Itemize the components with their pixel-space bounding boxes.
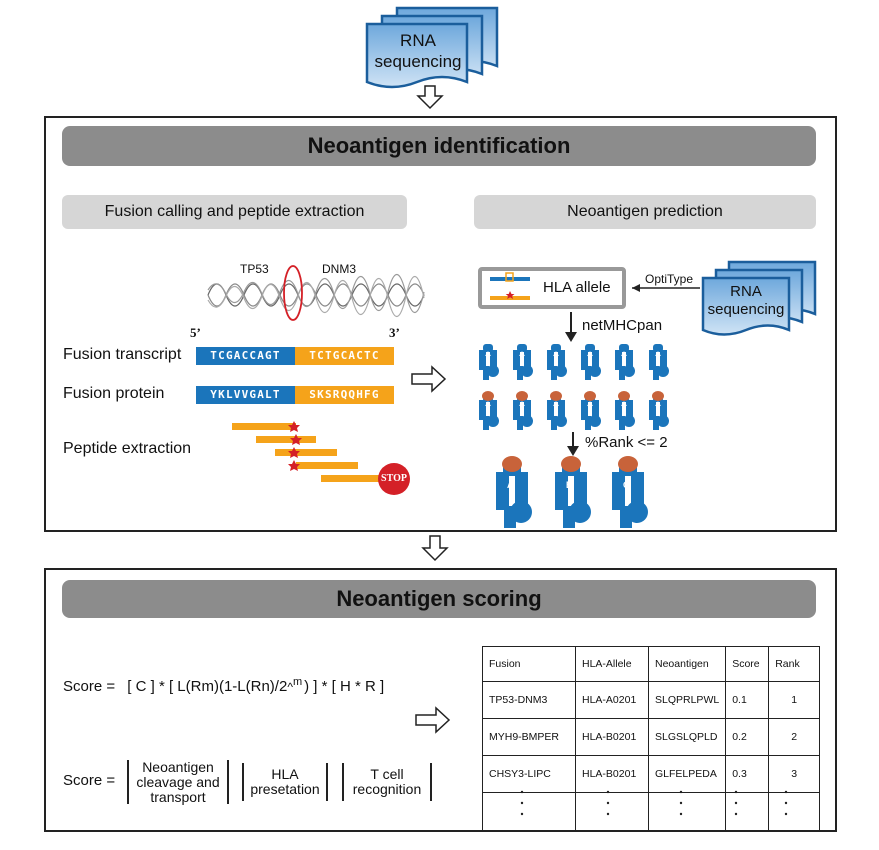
hla-allele-label: HLA allele — [543, 279, 611, 296]
cell-hla: HLA-A0201 — [575, 681, 649, 719]
cell-fusion: TP53-DNM3 — [482, 681, 576, 719]
cell-score: 0.3 — [725, 755, 770, 793]
rna-doc-stack-right — [701, 260, 817, 336]
cell-hla: HLA-B0201 — [575, 755, 649, 793]
cell-fusion: MYH9-BMPER — [482, 718, 576, 756]
header-neoantigen: Neoantigen — [647, 646, 727, 682]
fusion-protein-label: Fusion protein — [63, 385, 165, 402]
rna-sequencing-top-label: RNA sequencing — [370, 30, 466, 72]
score-formula: Score = [ C ] * [ L(Rm)(1-L(Rn)/2^m) ] *… — [63, 676, 385, 695]
rna-label-line1: RNA — [400, 31, 436, 50]
transcript-seq-right: TCTGCACTC — [295, 347, 394, 365]
netmhcpan-arrow — [565, 332, 577, 342]
mutation-stars — [288, 421, 302, 471]
cell-rank: 1 — [768, 681, 821, 719]
five-prime-label: 5’ — [190, 325, 201, 340]
cell-rank: 2 — [768, 718, 821, 756]
protein-seq-right: SKSRQQHFG — [295, 386, 394, 404]
score-formula-2-prefix: Score = — [63, 772, 116, 789]
rna-right-line2: sequencing — [707, 301, 785, 318]
hla-allele-box — [478, 267, 626, 309]
dna-helix — [207, 273, 425, 318]
identification-panel — [44, 116, 837, 532]
formula-tail: ) ] * [ H * R ] — [304, 678, 385, 695]
table-row-ellipsis — [482, 792, 821, 832]
transcript-seq-left: TCGACCAGT — [196, 347, 295, 365]
protein-seq-left: YKLVVGALT — [196, 386, 295, 404]
stop-sign-icon — [378, 463, 410, 495]
ranking-table: Fusion HLA-Allele Neoantigen Score Rank … — [482, 646, 821, 832]
cell-score: 0.2 — [725, 718, 770, 756]
bracket-cleavage: Neoantigen cleavage and transport — [127, 759, 229, 804]
left-subheader: Fusion calling and peptide extraction — [62, 195, 407, 229]
stop-label: STOP — [381, 473, 407, 484]
rna-doc-stack-top — [365, 6, 499, 89]
rna-right-line1: RNA — [730, 283, 762, 300]
scoring-panel — [44, 568, 837, 832]
bracket-hla: HLA presetation — [242, 763, 328, 801]
rank-arrow — [567, 446, 579, 456]
formula-exponent: m — [292, 676, 303, 688]
rna-label-line2: sequencing — [374, 52, 462, 71]
cell-rank: 3 — [768, 755, 821, 793]
right-arrow-1 — [411, 365, 447, 393]
cell-fusion: CHSY3-LIPC — [482, 755, 576, 793]
formula-body: [ C ] * [ L(Rm)(1-L(Rn)/2 — [127, 678, 288, 695]
allele-letter-a: A — [507, 480, 514, 490]
table-row: TP53-DNM3 HLA-A0201 SLQPRLPWL 0.1 1 — [482, 681, 821, 719]
cell-hla: HLA-B0201 — [575, 718, 649, 756]
identification-title: Neoantigen identification — [62, 126, 816, 166]
cell-neoantigen: SLQPRLPWL — [647, 681, 727, 719]
fusion-transcript-label: Fusion transcript — [63, 346, 182, 363]
header-fusion: Fusion — [482, 646, 576, 682]
allele-letter-c: C — [623, 480, 630, 490]
three-prime-label: 3’ — [389, 325, 400, 340]
peptide-bars — [232, 423, 387, 482]
header-rank: Rank — [768, 646, 821, 682]
scoring-title: Neoantigen scoring — [62, 580, 816, 618]
down-arrow-2 — [421, 535, 449, 562]
breakpoint-ellipse — [283, 265, 303, 321]
cell-neoantigen: SLGSLQPLD — [647, 718, 727, 756]
gene-right-label: DNM3 — [322, 262, 357, 276]
formula-prefix: Score = — [63, 678, 116, 695]
header-score: Score — [725, 646, 770, 682]
right-arrow-2 — [415, 706, 451, 734]
rank-filter-label: %Rank <= 2 — [585, 434, 668, 451]
bracket-tcell: T cell recognition — [342, 763, 432, 801]
optitype-label: OptiType — [645, 272, 694, 286]
peptide-extraction-label: Peptide extraction — [63, 440, 192, 457]
cell-neoantigen: GLFELPEDA — [647, 755, 727, 793]
table-row: CHSY3-LIPC HLA-B0201 GLFELPEDA 0.3 3 — [482, 755, 821, 793]
right-subheader: Neoantigen prediction — [474, 195, 816, 229]
table-header-row: Fusion HLA-Allele Neoantigen Score Rank — [482, 646, 821, 682]
header-hla-allele: HLA-Allele — [575, 646, 649, 682]
rna-sequencing-right-label: RNA sequencing — [704, 283, 788, 319]
table-row: MYH9-BMPER HLA-B0201 SLGSLQPLD 0.2 2 — [482, 718, 821, 756]
cell-score: 0.1 — [725, 681, 770, 719]
allele-letter-b: B — [566, 480, 573, 490]
down-arrow-1 — [416, 85, 444, 110]
gene-left-label: TP53 — [240, 262, 269, 276]
netmhcpan-label: netMHCpan — [582, 317, 663, 334]
